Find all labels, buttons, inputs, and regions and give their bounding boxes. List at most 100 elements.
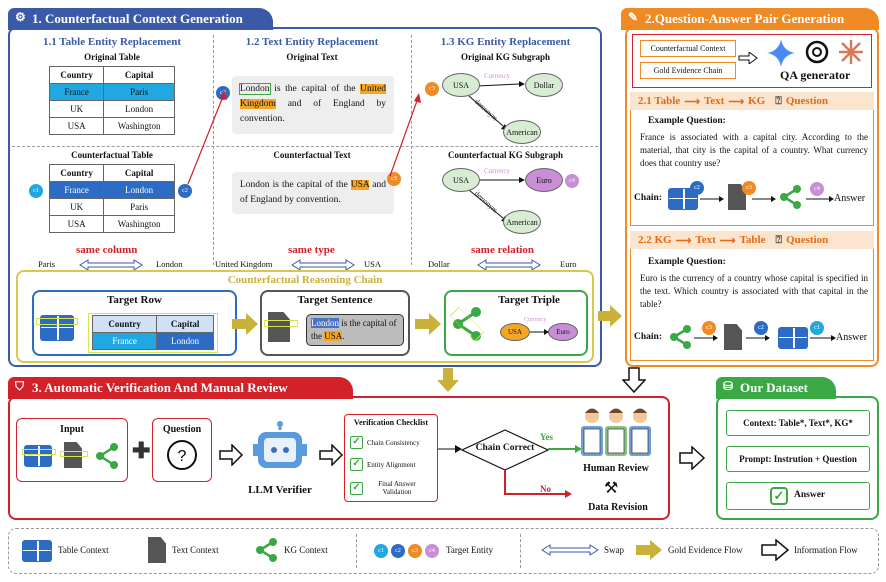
kg-node: American xyxy=(503,210,541,234)
swap-left: Paris xyxy=(38,259,55,269)
legend-frame xyxy=(8,528,879,574)
swap-left: Dollar xyxy=(428,259,450,269)
highlight-bar xyxy=(264,320,298,327)
entity-c4-icon: c4 xyxy=(565,174,579,188)
swap-right: USA xyxy=(364,259,382,269)
dataset-context: Context: Table*, Text*, KG* xyxy=(726,410,870,436)
swap-left: United Kingdom xyxy=(215,259,273,269)
shield-icon: ⛉ xyxy=(15,379,25,393)
kg-icon xyxy=(96,443,118,469)
info-arrow-icon xyxy=(319,444,344,466)
svg-text:?: ? xyxy=(178,448,187,465)
highlight-bar xyxy=(22,449,56,455)
entity-c1-icon: c1 xyxy=(810,321,824,335)
legend-text: Text Context xyxy=(172,545,219,555)
table-icon xyxy=(22,540,52,562)
target-triple-title: Target Triple xyxy=(498,294,560,306)
arrow-icon xyxy=(694,335,718,341)
section1-frame xyxy=(8,27,602,367)
row-highlight xyxy=(88,313,218,353)
section2-title: ✎ 2.Question-Answer Pair Generation xyxy=(621,8,879,30)
link-arrow xyxy=(389,93,421,177)
example-question: Euro is the currency of a country whose … xyxy=(640,273,868,309)
legend-divider xyxy=(356,534,357,568)
edit-icon: ✎ xyxy=(628,10,639,24)
table-caption: Counterfactual Table xyxy=(71,150,153,160)
edge-label: Currency xyxy=(484,167,511,175)
checklist-title: Verification Checklist xyxy=(353,418,429,427)
triple-head: USA xyxy=(500,323,530,341)
highlight-bar xyxy=(60,451,88,457)
triple-edge xyxy=(530,329,549,335)
gold-arrow-icon xyxy=(415,313,441,335)
legend-table: Table Context xyxy=(58,545,109,555)
legend-kg: KG Context xyxy=(284,545,328,555)
target-sentence-box xyxy=(260,290,410,356)
swap-arrow-icon xyxy=(79,259,143,271)
table-icon xyxy=(40,315,74,341)
document-icon xyxy=(268,312,290,342)
legend-entity: Target Entity xyxy=(446,545,493,555)
swap-right: London xyxy=(156,259,183,269)
table-icon xyxy=(668,188,698,210)
relation-label: same type xyxy=(288,244,335,256)
answer-label: Answer xyxy=(836,332,868,343)
check-icon: ✓ xyxy=(350,458,363,471)
kg-node: Euro xyxy=(525,168,563,192)
dataset-answer-box xyxy=(726,482,870,510)
check-icon: ✓ xyxy=(770,487,788,505)
dataset-answer: Answer xyxy=(794,490,826,500)
document-icon xyxy=(64,442,82,468)
human-review-label: Human Review xyxy=(583,463,649,474)
reasoning-chain-title: Counterfactual Reasoning Chain xyxy=(227,274,383,286)
example-label: Example Question: xyxy=(648,257,726,267)
swap-arrow-icon xyxy=(541,544,599,556)
original-text: London is the capital of the United King… xyxy=(232,76,394,134)
checklist-item: ✓Entity Alignment xyxy=(350,458,415,471)
table-icon xyxy=(778,327,808,349)
entity-c3-icon: c3 xyxy=(702,321,716,335)
relation-label: same relation xyxy=(471,244,535,256)
edge-label: Currency xyxy=(484,72,511,80)
legend-swap: Swap xyxy=(604,545,624,555)
arrow-icon xyxy=(700,196,724,202)
check-icon: ✓ xyxy=(350,436,363,449)
target-sentence-title: Target Sentence xyxy=(297,294,373,306)
generator-frame xyxy=(632,34,872,88)
kg-icon xyxy=(670,325,691,349)
divider xyxy=(12,146,598,147)
checklist-item: ✓Chain Consistency xyxy=(350,436,420,449)
tools-icon: ⚒ xyxy=(604,480,619,497)
chain-label: Chain: xyxy=(634,193,662,203)
gold-arrow-icon xyxy=(437,368,459,392)
question-label: Question xyxy=(162,424,202,435)
dataset-title: ⛁ Our Dataset xyxy=(716,377,836,399)
arrow-icon xyxy=(810,335,836,341)
check-icon: ✓ xyxy=(350,481,363,495)
chain-label: Chain: xyxy=(634,332,662,342)
kg-node: Dollar xyxy=(525,73,563,97)
kg-node: American xyxy=(503,120,541,144)
link-arrow xyxy=(187,90,227,185)
qa-generator-label: QA generator xyxy=(780,68,851,82)
question-bubble-icon: ? xyxy=(167,440,197,470)
decision-line xyxy=(438,445,462,453)
q2-header: 2.2 KG⟶Text⟶Table ⍰Question xyxy=(630,231,874,249)
divider xyxy=(213,35,214,265)
legend-divider xyxy=(520,534,521,568)
input-box: Counterfactual Context xyxy=(640,40,736,57)
info-arrow-icon xyxy=(679,446,706,470)
text-caption: Counterfactual Text xyxy=(273,150,351,160)
table-icon xyxy=(24,445,52,467)
target-row-title: Target Row xyxy=(107,294,162,306)
entity-c2-icon: c2 xyxy=(754,321,768,335)
gold-arrow-icon xyxy=(232,313,258,335)
entity-c4-icon: c4 xyxy=(810,182,824,196)
highlight-bar xyxy=(36,318,78,325)
entity-c2-icon: c2 xyxy=(690,181,704,195)
input-label: Input xyxy=(60,424,84,435)
subsection-title: 1.3 KG Entity Replacement xyxy=(440,36,571,48)
input-box: Gold Evidence Chain xyxy=(640,62,736,79)
